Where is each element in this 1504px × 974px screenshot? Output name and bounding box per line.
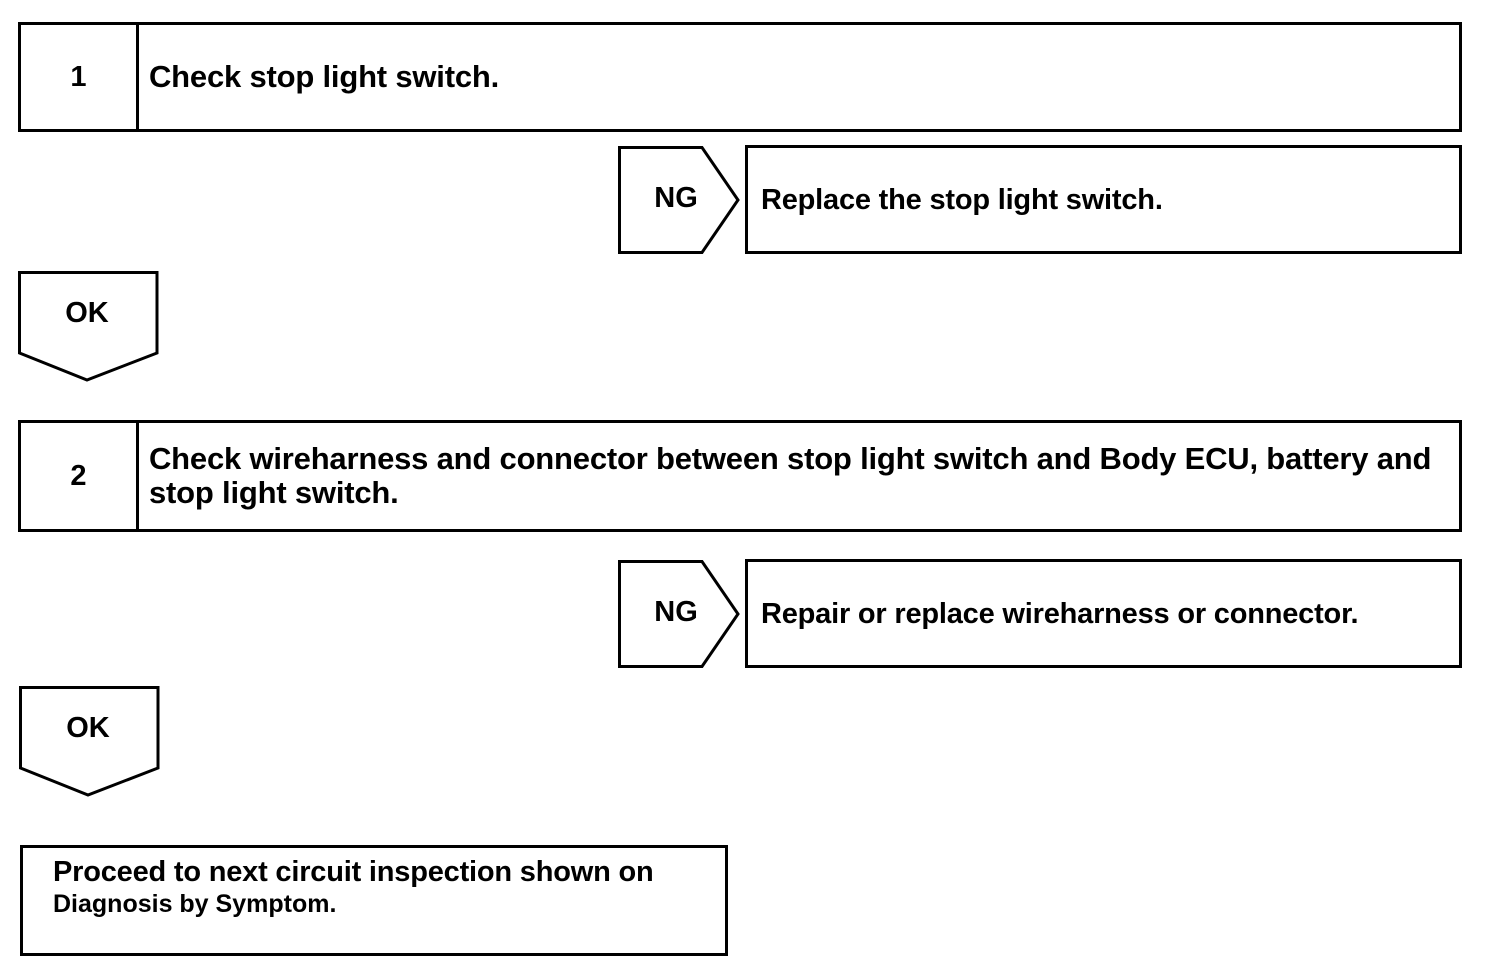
ok-2-label: OK [66, 712, 110, 744]
ng-1-arrow [618, 146, 740, 254]
ng-2-label: NG [654, 596, 698, 628]
ng-2-result-box: Repair or replace wireharness or connect… [745, 559, 1462, 668]
step-2-text: Check wireharness and connector between … [149, 441, 1432, 510]
ng-2-arrow [618, 560, 740, 668]
ng-1-result-box: Replace the stop light switch. [745, 145, 1462, 254]
final-instruction-line-1: Proceed to next circuit inspection shown… [53, 856, 654, 888]
ng-1-label: NG [654, 182, 698, 214]
ok-1-label: OK [65, 297, 109, 329]
step-1-number: 1 [21, 25, 139, 129]
step-1-text: Check stop light switch. [149, 59, 500, 94]
step-2-number: 2 [21, 423, 139, 529]
step-1-box: 1 Check stop light switch. [18, 22, 1462, 132]
ok-2-arrow [19, 686, 160, 797]
ok-1-arrow [18, 271, 159, 382]
step-2-box: 2 Check wireharness and connector betwee… [18, 420, 1462, 532]
ng-1-result-text: Replace the stop light switch. [761, 183, 1163, 216]
final-instruction-box: Proceed to next circuit inspection shown… [20, 845, 728, 956]
ng-2-result-text: Repair or replace wireharness or connect… [761, 597, 1359, 630]
final-instruction-line-2: Diagnosis by Symptom. [53, 890, 337, 918]
